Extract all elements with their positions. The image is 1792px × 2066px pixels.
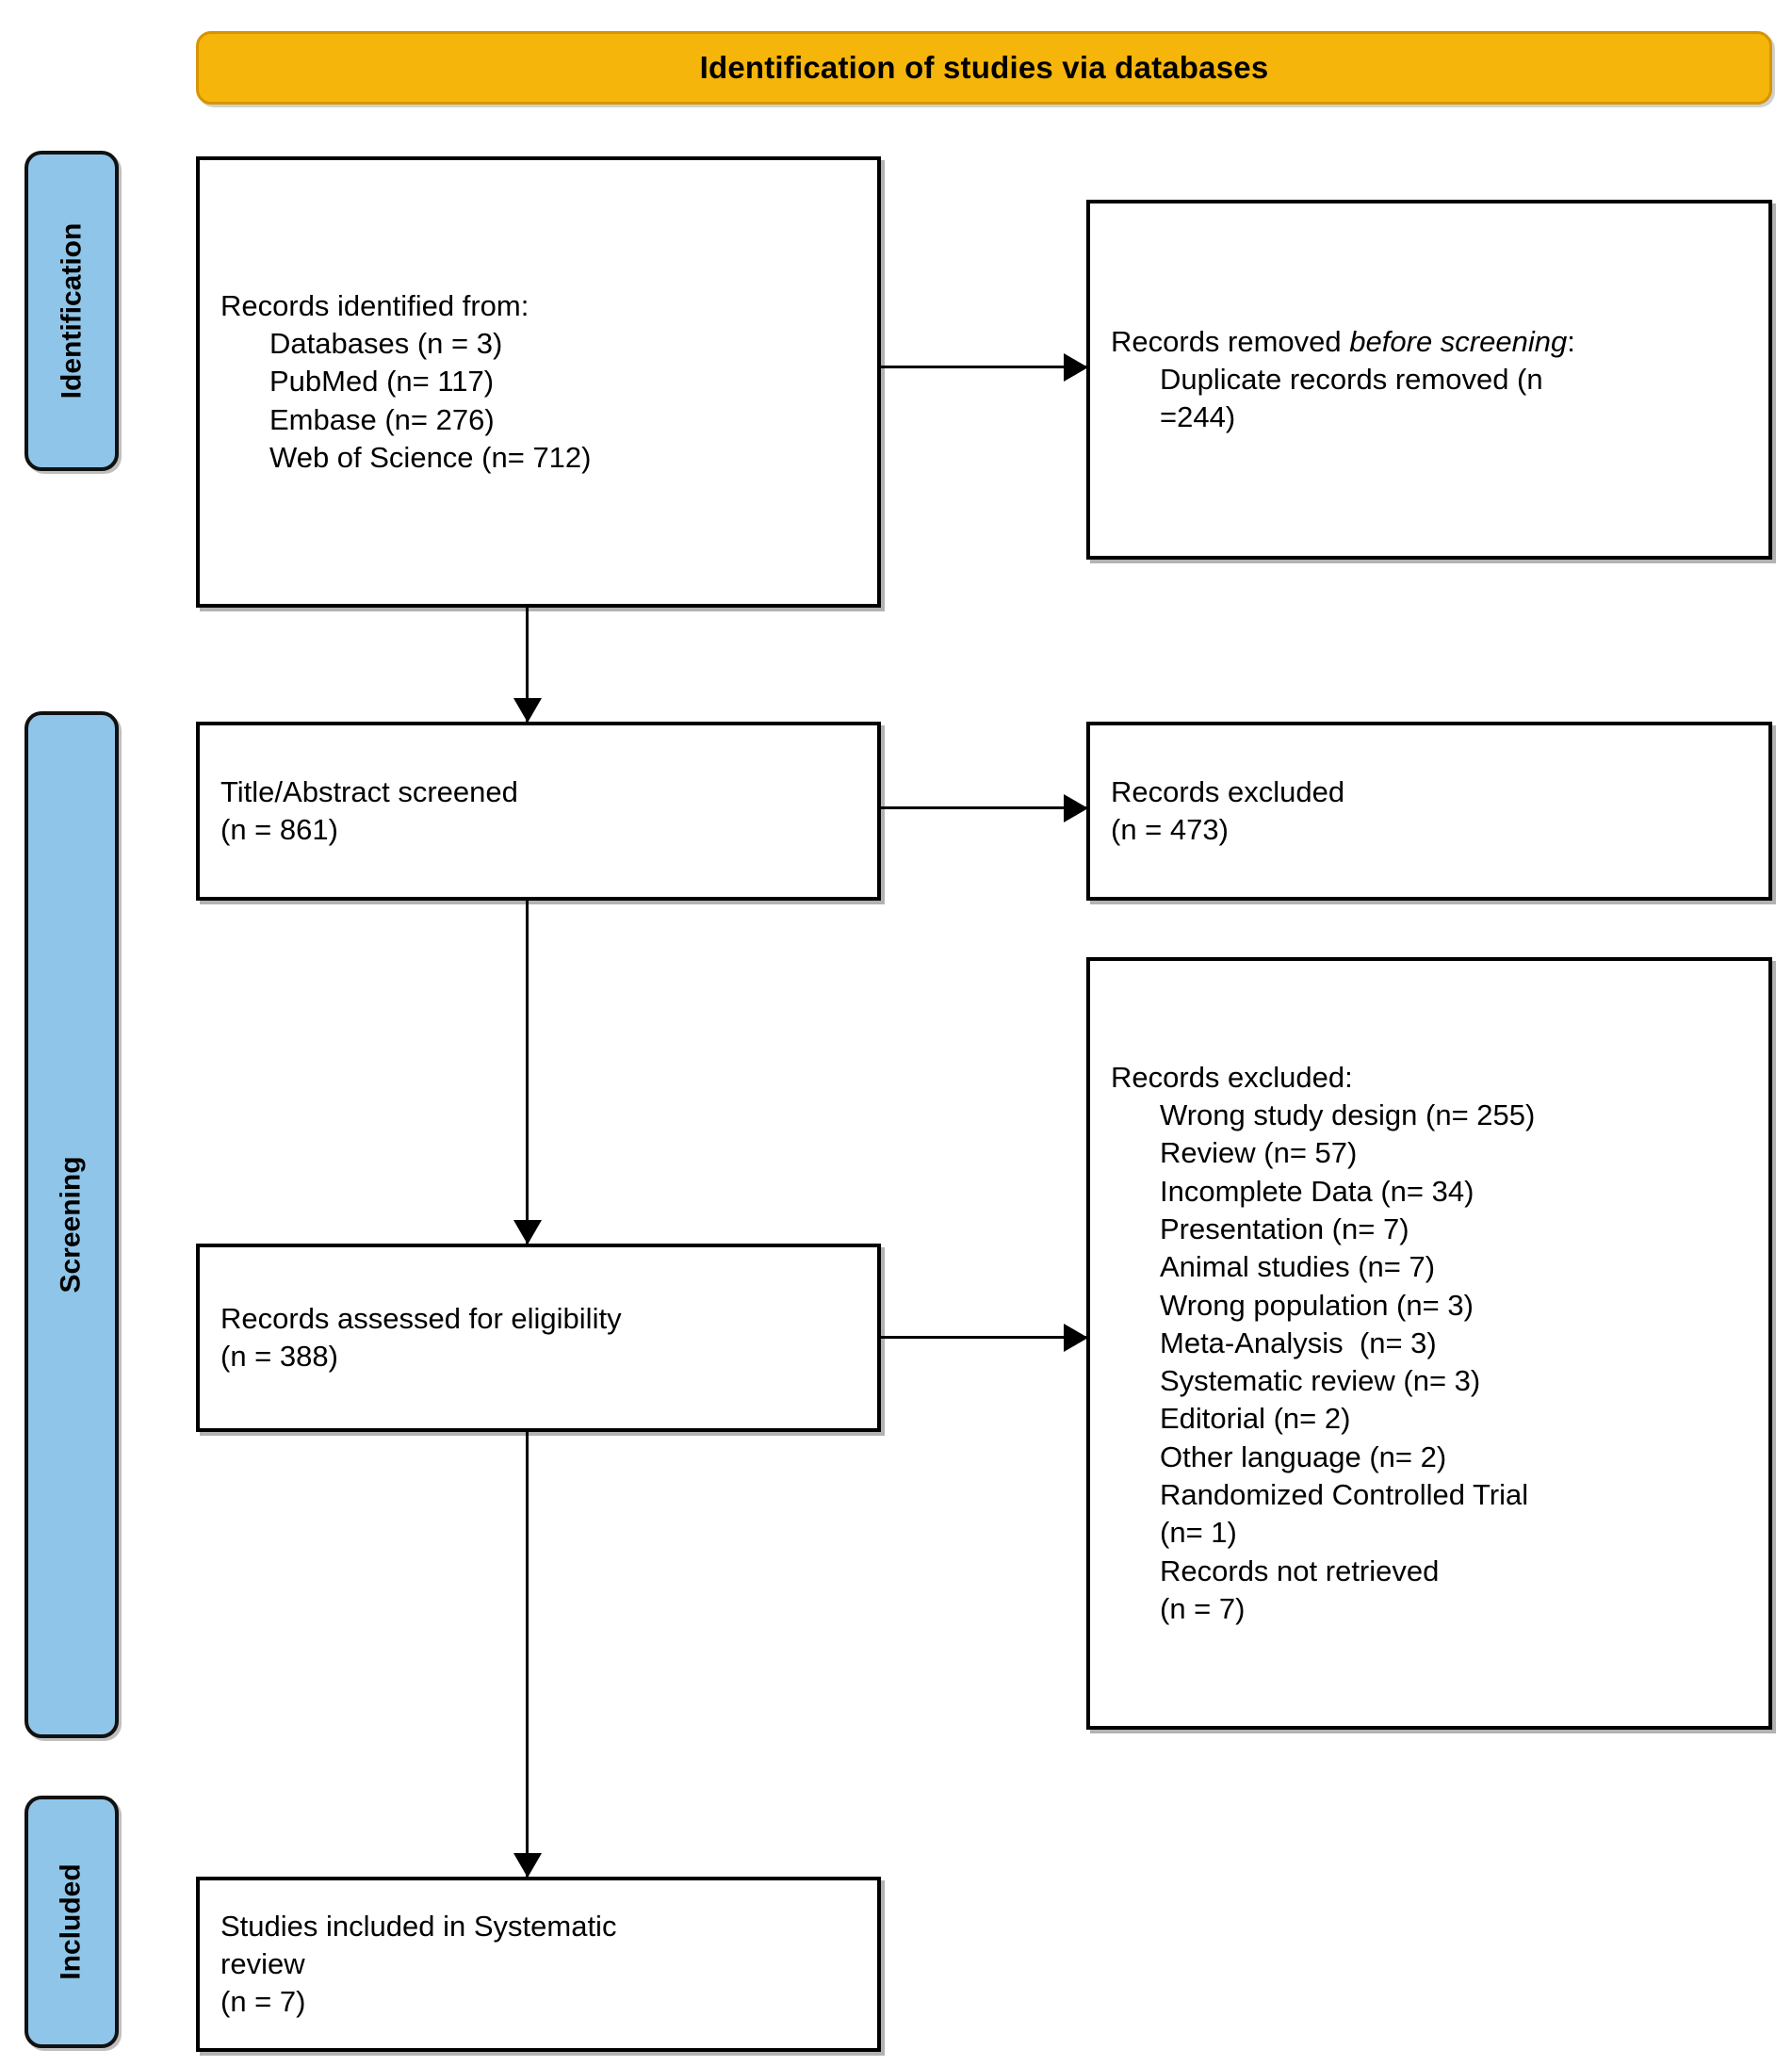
box-records-excluded-screening: Records excluded (n = 473) xyxy=(1086,722,1772,901)
box-studies-included: Studies included in Systematic review (n… xyxy=(196,1877,881,2052)
records-assessed-count: (n = 388) xyxy=(220,1340,338,1373)
records-excluded-detail-item: Systematic review (n= 3) xyxy=(1160,1364,1481,1398)
records-excluded-detail-item: (n = 7) xyxy=(1160,1591,1246,1625)
arrow-right-identified-to-removed xyxy=(881,366,1086,368)
stage-label-identification: Identification xyxy=(24,151,119,471)
studies-included-count: (n = 7) xyxy=(220,1985,306,2019)
records-removed-title-prefix: Records removed xyxy=(1111,324,1350,358)
records-excluded-detail-item: Wrong study design (n= 255) xyxy=(1160,1098,1536,1132)
records-excluded-screening-label: Records excluded xyxy=(1111,774,1345,808)
records-excluded-detail-item: Review (n= 57) xyxy=(1160,1136,1358,1170)
box-records-assessed-eligibility: Records assessed for eligibility (n = 38… xyxy=(196,1244,881,1432)
box-studies-included-text: Studies included in Systematic review (n… xyxy=(200,1908,877,2022)
records-removed-title-italic: before screening xyxy=(1349,324,1568,358)
arrow-down-identified-to-screened xyxy=(526,608,529,722)
box-records-identified: Records identified from: Databases (n = … xyxy=(196,156,881,608)
arrow-right-screened-to-excluded xyxy=(881,806,1086,809)
records-excluded-detail-item: Meta-Analysis (n= 3) xyxy=(1160,1326,1437,1359)
studies-included-label-line1: Studies included in Systematic xyxy=(220,1909,617,1943)
records-excluded-screening-count: (n = 473) xyxy=(1111,813,1229,846)
records-excluded-detail-item: Wrong population (n= 3) xyxy=(1160,1288,1474,1322)
box-records-excluded-detail-text: Records excluded: Wrong study design (n=… xyxy=(1090,1059,1768,1628)
stage-label-included: Included xyxy=(24,1796,119,2048)
title-abstract-screened-count: (n = 861) xyxy=(220,813,338,846)
box-title-abstract-screened: Title/Abstract screened (n = 861) xyxy=(196,722,881,901)
stage-label-identification-text: Identification xyxy=(56,222,88,399)
arrow-right-eligibility-to-excluded-detail xyxy=(881,1336,1086,1339)
records-excluded-detail-item: Animal studies (n= 7) xyxy=(1160,1250,1436,1284)
records-assessed-label: Records assessed for eligibility xyxy=(220,1301,622,1335)
box-title-abstract-screened-text: Title/Abstract screened (n = 861) xyxy=(200,773,877,850)
records-excluded-detail-item: Other language (n= 2) xyxy=(1160,1440,1447,1473)
stage-label-screening-text: Screening xyxy=(56,1156,87,1293)
studies-included-label-line2: review xyxy=(220,1946,305,1980)
records-excluded-detail-item: Randomized Controlled Trial xyxy=(1160,1478,1529,1512)
title-abstract-screened-label: Title/Abstract screened xyxy=(220,774,518,808)
records-identified-title: Records identified from: xyxy=(220,288,529,322)
box-records-assessed-text: Records assessed for eligibility (n = 38… xyxy=(200,1300,877,1376)
records-excluded-detail-item: Presentation (n= 7) xyxy=(1160,1212,1409,1245)
records-excluded-detail-item: Records not retrieved xyxy=(1160,1554,1440,1587)
box-records-excluded-screening-text: Records excluded (n = 473) xyxy=(1090,773,1768,850)
records-removed-title-suffix: : xyxy=(1567,324,1575,358)
arrow-down-eligibility-to-included xyxy=(526,1432,529,1877)
records-removed-item-line2: =244) xyxy=(1160,400,1236,434)
stage-label-screening: Screening xyxy=(24,711,119,1738)
records-removed-item-line1: Duplicate records removed (n xyxy=(1160,362,1543,396)
arrow-down-screened-to-eligibility xyxy=(526,901,529,1244)
box-records-identified-text: Records identified from: Databases (n = … xyxy=(200,287,877,477)
box-records-excluded-detail: Records excluded: Wrong study design (n=… xyxy=(1086,957,1772,1730)
records-identified-item: Embase (n= 276) xyxy=(269,402,495,436)
records-identified-item: Web of Science (n= 712) xyxy=(269,440,592,474)
diagram-header-banner: Identification of studies via databases xyxy=(196,31,1772,105)
records-excluded-detail-item: Incomplete Data (n= 34) xyxy=(1160,1174,1474,1208)
records-excluded-detail-item: (n= 1) xyxy=(1160,1516,1237,1550)
records-removed-title: Records removed before screening: xyxy=(1111,323,1748,361)
records-identified-item: PubMed (n= 117) xyxy=(269,365,495,399)
box-records-removed-text: Records removed before screening: Duplic… xyxy=(1090,323,1768,437)
records-excluded-detail-item: Editorial (n= 2) xyxy=(1160,1402,1351,1436)
records-identified-item: Databases (n = 3) xyxy=(269,327,503,361)
records-excluded-detail-title: Records excluded: xyxy=(1111,1060,1353,1094)
page-title: Identification of studies via databases xyxy=(699,50,1269,85)
box-records-removed-before-screening: Records removed before screening: Duplic… xyxy=(1086,200,1772,560)
stage-label-included-text: Included xyxy=(56,1863,87,1980)
